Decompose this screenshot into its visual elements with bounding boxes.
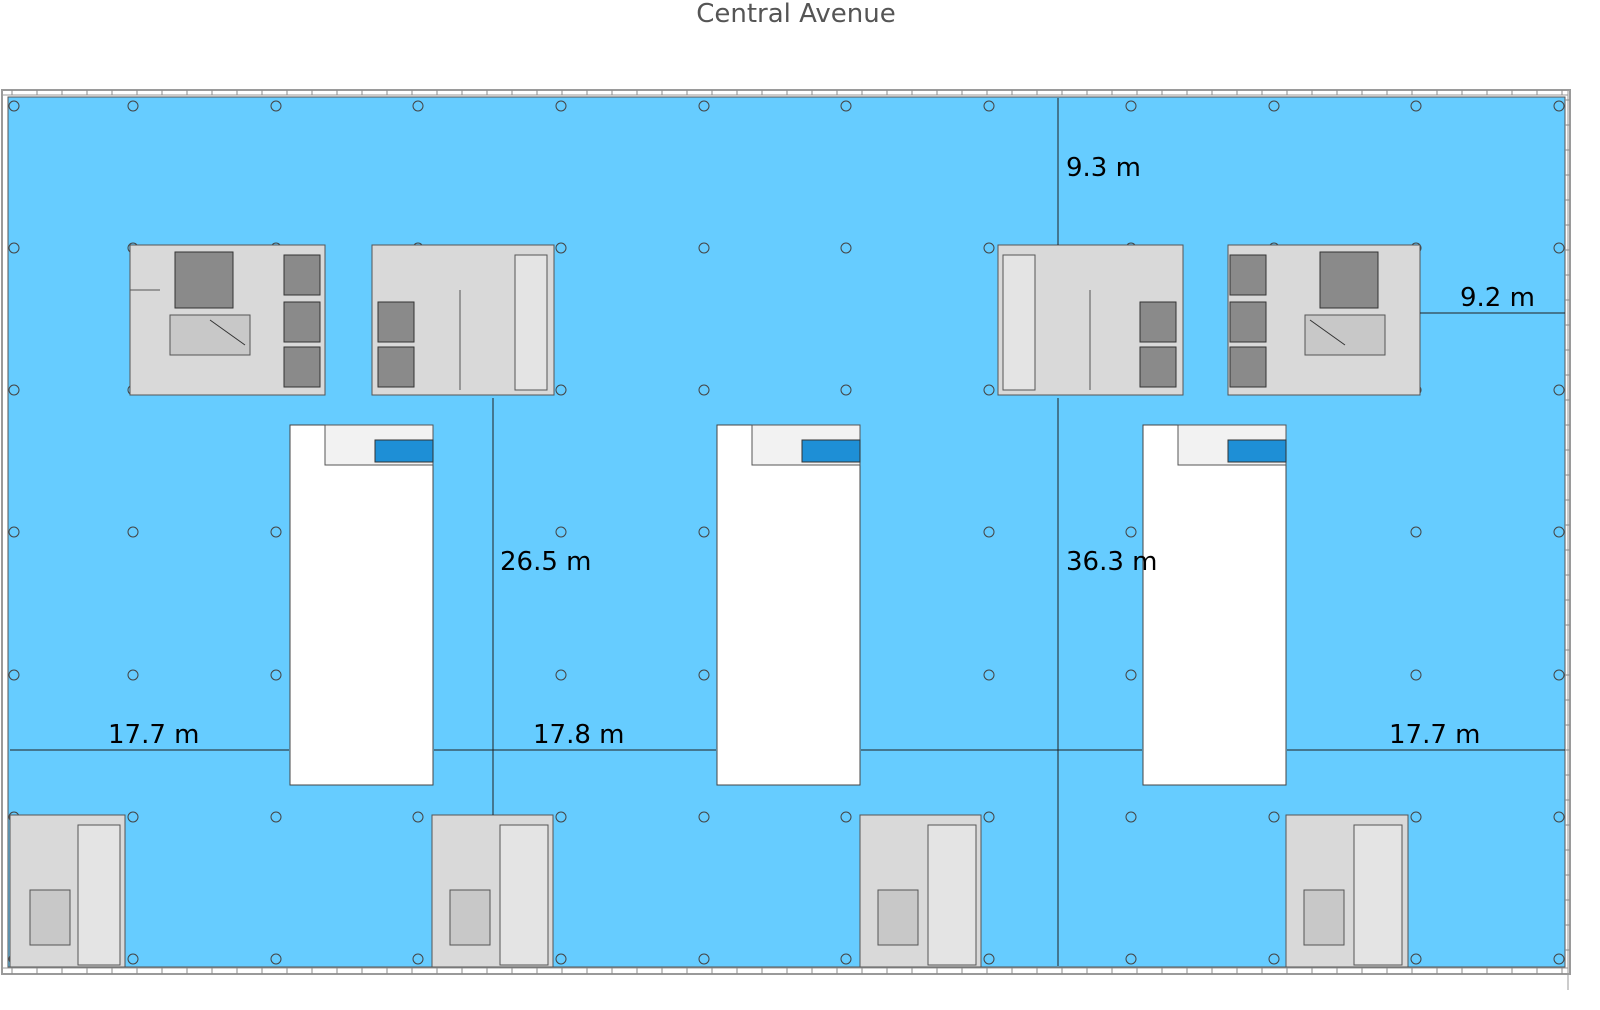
column xyxy=(412,100,424,112)
column xyxy=(698,669,710,681)
column xyxy=(1553,242,1565,254)
atrium-middle xyxy=(716,424,861,786)
core-wc-west xyxy=(371,244,555,396)
column xyxy=(8,384,20,396)
column xyxy=(1125,669,1137,681)
core-wc-east xyxy=(997,244,1184,396)
column xyxy=(1410,100,1422,112)
column xyxy=(127,669,139,681)
facade-mullions xyxy=(11,90,1570,974)
dimension-label-span-left: 17.7 m xyxy=(108,720,199,750)
atrium-east xyxy=(1142,424,1287,786)
dimension-label-span-right: 17.7 m xyxy=(1389,720,1480,750)
column xyxy=(8,526,20,538)
column xyxy=(270,100,282,112)
dimension-lines xyxy=(10,98,1565,966)
column xyxy=(840,953,852,965)
atrium-west xyxy=(289,424,434,786)
column xyxy=(983,526,995,538)
stair-core-4 xyxy=(1285,814,1409,968)
column xyxy=(555,811,567,823)
column xyxy=(1553,669,1565,681)
stair-core-1 xyxy=(9,814,126,968)
column xyxy=(983,100,995,112)
column xyxy=(840,384,852,396)
column xyxy=(8,100,20,112)
column xyxy=(983,811,995,823)
facade xyxy=(1,89,1571,990)
column xyxy=(983,242,995,254)
column xyxy=(1410,526,1422,538)
dimension-label-span-middle: 17.8 m xyxy=(533,720,624,750)
column xyxy=(1125,953,1137,965)
column xyxy=(270,669,282,681)
column xyxy=(1553,100,1565,112)
column xyxy=(698,242,710,254)
column xyxy=(698,811,710,823)
column xyxy=(127,100,139,112)
column xyxy=(983,384,995,396)
column xyxy=(555,953,567,965)
stair-core-3 xyxy=(859,814,982,968)
column xyxy=(698,384,710,396)
column xyxy=(1410,669,1422,681)
column xyxy=(1268,811,1280,823)
column xyxy=(270,811,282,823)
column xyxy=(698,953,710,965)
dimension-label-core-to-facade-top: 9.3 m xyxy=(1066,153,1141,183)
column xyxy=(1410,953,1422,965)
column xyxy=(1410,811,1422,823)
column xyxy=(555,526,567,538)
dimension-label-core-to-core: 26.5 m xyxy=(500,547,591,577)
column xyxy=(270,526,282,538)
column xyxy=(1553,384,1565,396)
column xyxy=(555,384,567,396)
column xyxy=(1553,953,1565,965)
column xyxy=(983,953,995,965)
dimension-label-overall-depth: 36.3 m xyxy=(1066,547,1157,577)
column xyxy=(840,100,852,112)
column xyxy=(127,953,139,965)
column xyxy=(8,669,20,681)
column xyxy=(1268,100,1280,112)
stair-core-2 xyxy=(431,814,554,968)
column xyxy=(1553,526,1565,538)
core-lift-west xyxy=(129,244,326,396)
column xyxy=(698,526,710,538)
column xyxy=(840,811,852,823)
column xyxy=(127,811,139,823)
column xyxy=(412,811,424,823)
column xyxy=(1125,526,1137,538)
column xyxy=(1553,811,1565,823)
column xyxy=(840,242,852,254)
column xyxy=(555,669,567,681)
column xyxy=(555,242,567,254)
column xyxy=(983,669,995,681)
column xyxy=(127,526,139,538)
column xyxy=(698,100,710,112)
dimension-label-core-to-facade-right: 9.2 m xyxy=(1460,283,1535,313)
column xyxy=(1125,100,1137,112)
column xyxy=(8,242,20,254)
column xyxy=(270,953,282,965)
column xyxy=(412,953,424,965)
column xyxy=(1268,953,1280,965)
column xyxy=(555,100,567,112)
core-lift-east xyxy=(1227,244,1421,396)
street-label: Central Avenue xyxy=(696,0,896,29)
column xyxy=(1125,811,1137,823)
